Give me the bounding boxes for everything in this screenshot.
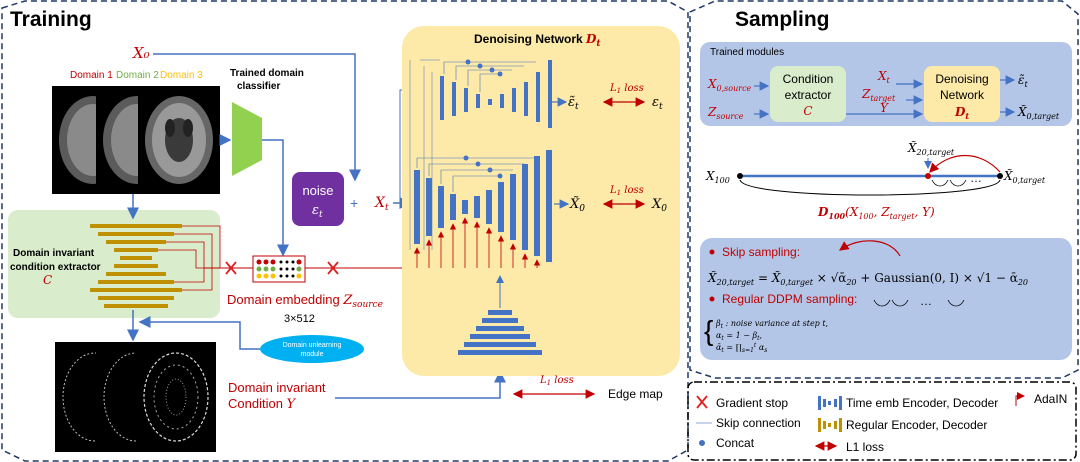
cond-extractor-label-1: Domain invariant: [13, 248, 95, 259]
domain-2-label: Domain 2: [116, 70, 159, 81]
regular-label: Regular DDPM sampling:: [722, 292, 857, 306]
regular-icon-arcs: [873, 299, 965, 307]
domain-classifier: [232, 102, 262, 176]
legend-adain-icon: [1015, 392, 1025, 406]
l1-loss-bottom: L1 loss: [539, 375, 574, 387]
regular-bullet: [709, 296, 715, 302]
cond-extractor-label-2: condition extractor: [10, 262, 101, 273]
training-frame: [1, 0, 689, 462]
extractor-unet-bars: [90, 224, 182, 308]
unet-upper-skips: [443, 61, 536, 92]
sampling-title: Sampling: [735, 8, 830, 31]
s-condition-box: [770, 66, 846, 122]
edge-encoder-pyramid: [458, 310, 542, 355]
s-x100: X100: [705, 169, 730, 185]
s-dots: …: [970, 171, 982, 185]
s-cond-2: extractor: [785, 88, 832, 102]
xt-label: Xt: [374, 195, 389, 213]
skip-icon-arc: [839, 240, 901, 257]
cond-extractor-symbol: C: [43, 273, 52, 287]
l1-loss-mid: L1 loss: [609, 185, 644, 197]
domain-unlearning-module: [260, 335, 364, 363]
condition-to-network: [335, 370, 506, 399]
unet-upper: [440, 60, 552, 128]
legend-concat-icon: [699, 440, 705, 446]
condition-label-1: Domain invariant: [228, 380, 326, 395]
s-cond-1: Condition: [783, 72, 834, 86]
s-cond-sym: C: [803, 104, 812, 118]
training-title: Training: [10, 8, 92, 31]
adain-arrows: [413, 217, 541, 268]
edge-map-images: [55, 342, 216, 452]
edge-map-label: Edge map: [608, 387, 663, 401]
domain-embedding: [252, 255, 306, 283]
x0-arrow: [153, 53, 361, 182]
s-den-1: Denoising: [935, 72, 988, 86]
s-mid-dot: [925, 173, 931, 179]
s-d100: D100(X100, Ztarget, Y): [817, 205, 935, 221]
s-x0-target-end: X̃0,target: [1003, 168, 1046, 185]
s-d100-brace: [739, 179, 1001, 196]
regular-dots: …: [920, 294, 932, 308]
x0-label: X₀: [132, 44, 150, 62]
legend-time-emb: Time emb Encoder, Decoder: [846, 396, 998, 410]
embedding-size: 3×512: [284, 313, 315, 325]
unlearning-label-2: module: [301, 351, 324, 358]
s-start-dot: [737, 173, 743, 179]
legend-concat: Concat: [716, 436, 755, 450]
domain-1-label: Domain 1: [70, 70, 113, 81]
classifier-to-embedding: [262, 139, 289, 257]
noise-box: [292, 172, 344, 226]
unlearning-arrow: [138, 316, 260, 350]
s-eps-out: ε̃t: [1018, 73, 1028, 89]
denoising-network-panel: [402, 26, 680, 376]
legend-gradient-stop-icon: [696, 395, 708, 409]
trained-modules-label: Trained modules: [710, 47, 784, 58]
skip-bullet: [709, 249, 715, 255]
s-end-dot: [997, 173, 1003, 179]
skip-equation: X̃20,target = X̃0,target × √ᾱ20 + Gaussi…: [707, 270, 1028, 287]
denoising-title: Denoising Network Dt: [474, 32, 601, 49]
gradient-stop-icon: [225, 261, 339, 275]
unet-lower-concats: [463, 155, 503, 179]
equations-panel: [700, 238, 1072, 360]
s-x20: X̃20,target: [907, 140, 955, 157]
unet-lower: [414, 150, 552, 262]
legend-l1: L1 loss: [846, 440, 884, 454]
s-y: Y: [880, 101, 889, 115]
legend-regular-enc: Regular Encoder, Decoder: [846, 418, 987, 432]
s-skip-arc: [929, 154, 1001, 173]
s-den-2: Network: [940, 88, 985, 102]
embedding-label: Domain embedding Zsource: [227, 292, 383, 310]
eps-target: εt: [652, 95, 663, 112]
mri-images: [52, 86, 220, 194]
s-denoising-box: [924, 66, 1000, 122]
sampling-frame: [689, 0, 1079, 379]
legend-skip-connection: Skip connection: [716, 416, 801, 430]
note-1: βt : noise variance at step t,: [715, 319, 828, 330]
legend-frame: [687, 381, 1077, 461]
noise-label: noise: [302, 183, 333, 198]
domain-3-label: Domain 3: [160, 70, 203, 81]
eps-tilde: ε̃t: [568, 95, 579, 112]
note-brace: {: [704, 315, 713, 346]
legend-adain: AdaIN: [1034, 392, 1067, 406]
l1-loss-top: L1 loss: [609, 83, 644, 95]
plus-sign: +: [350, 195, 358, 211]
skip-label: Skip sampling:: [722, 245, 800, 259]
s-ddpm-arcs: [931, 179, 967, 187]
classifier-label-1: Trained domain: [230, 68, 304, 79]
network-input-lines: [409, 59, 440, 250]
noise-symbol: εt: [312, 203, 323, 220]
unet-upper-concats: [465, 59, 503, 77]
legend-gradient-stop: Gradient stop: [716, 396, 788, 410]
classifier-label-2: classifier: [237, 81, 280, 92]
legend-time-emb-icon: [818, 396, 842, 410]
note-2: αt = 1 − βt,: [716, 331, 762, 342]
condition-label-2: Condition Y: [228, 396, 297, 412]
legend-regular-enc-icon: [818, 418, 842, 432]
unlearning-label-1: Domain unlearning: [283, 342, 342, 349]
